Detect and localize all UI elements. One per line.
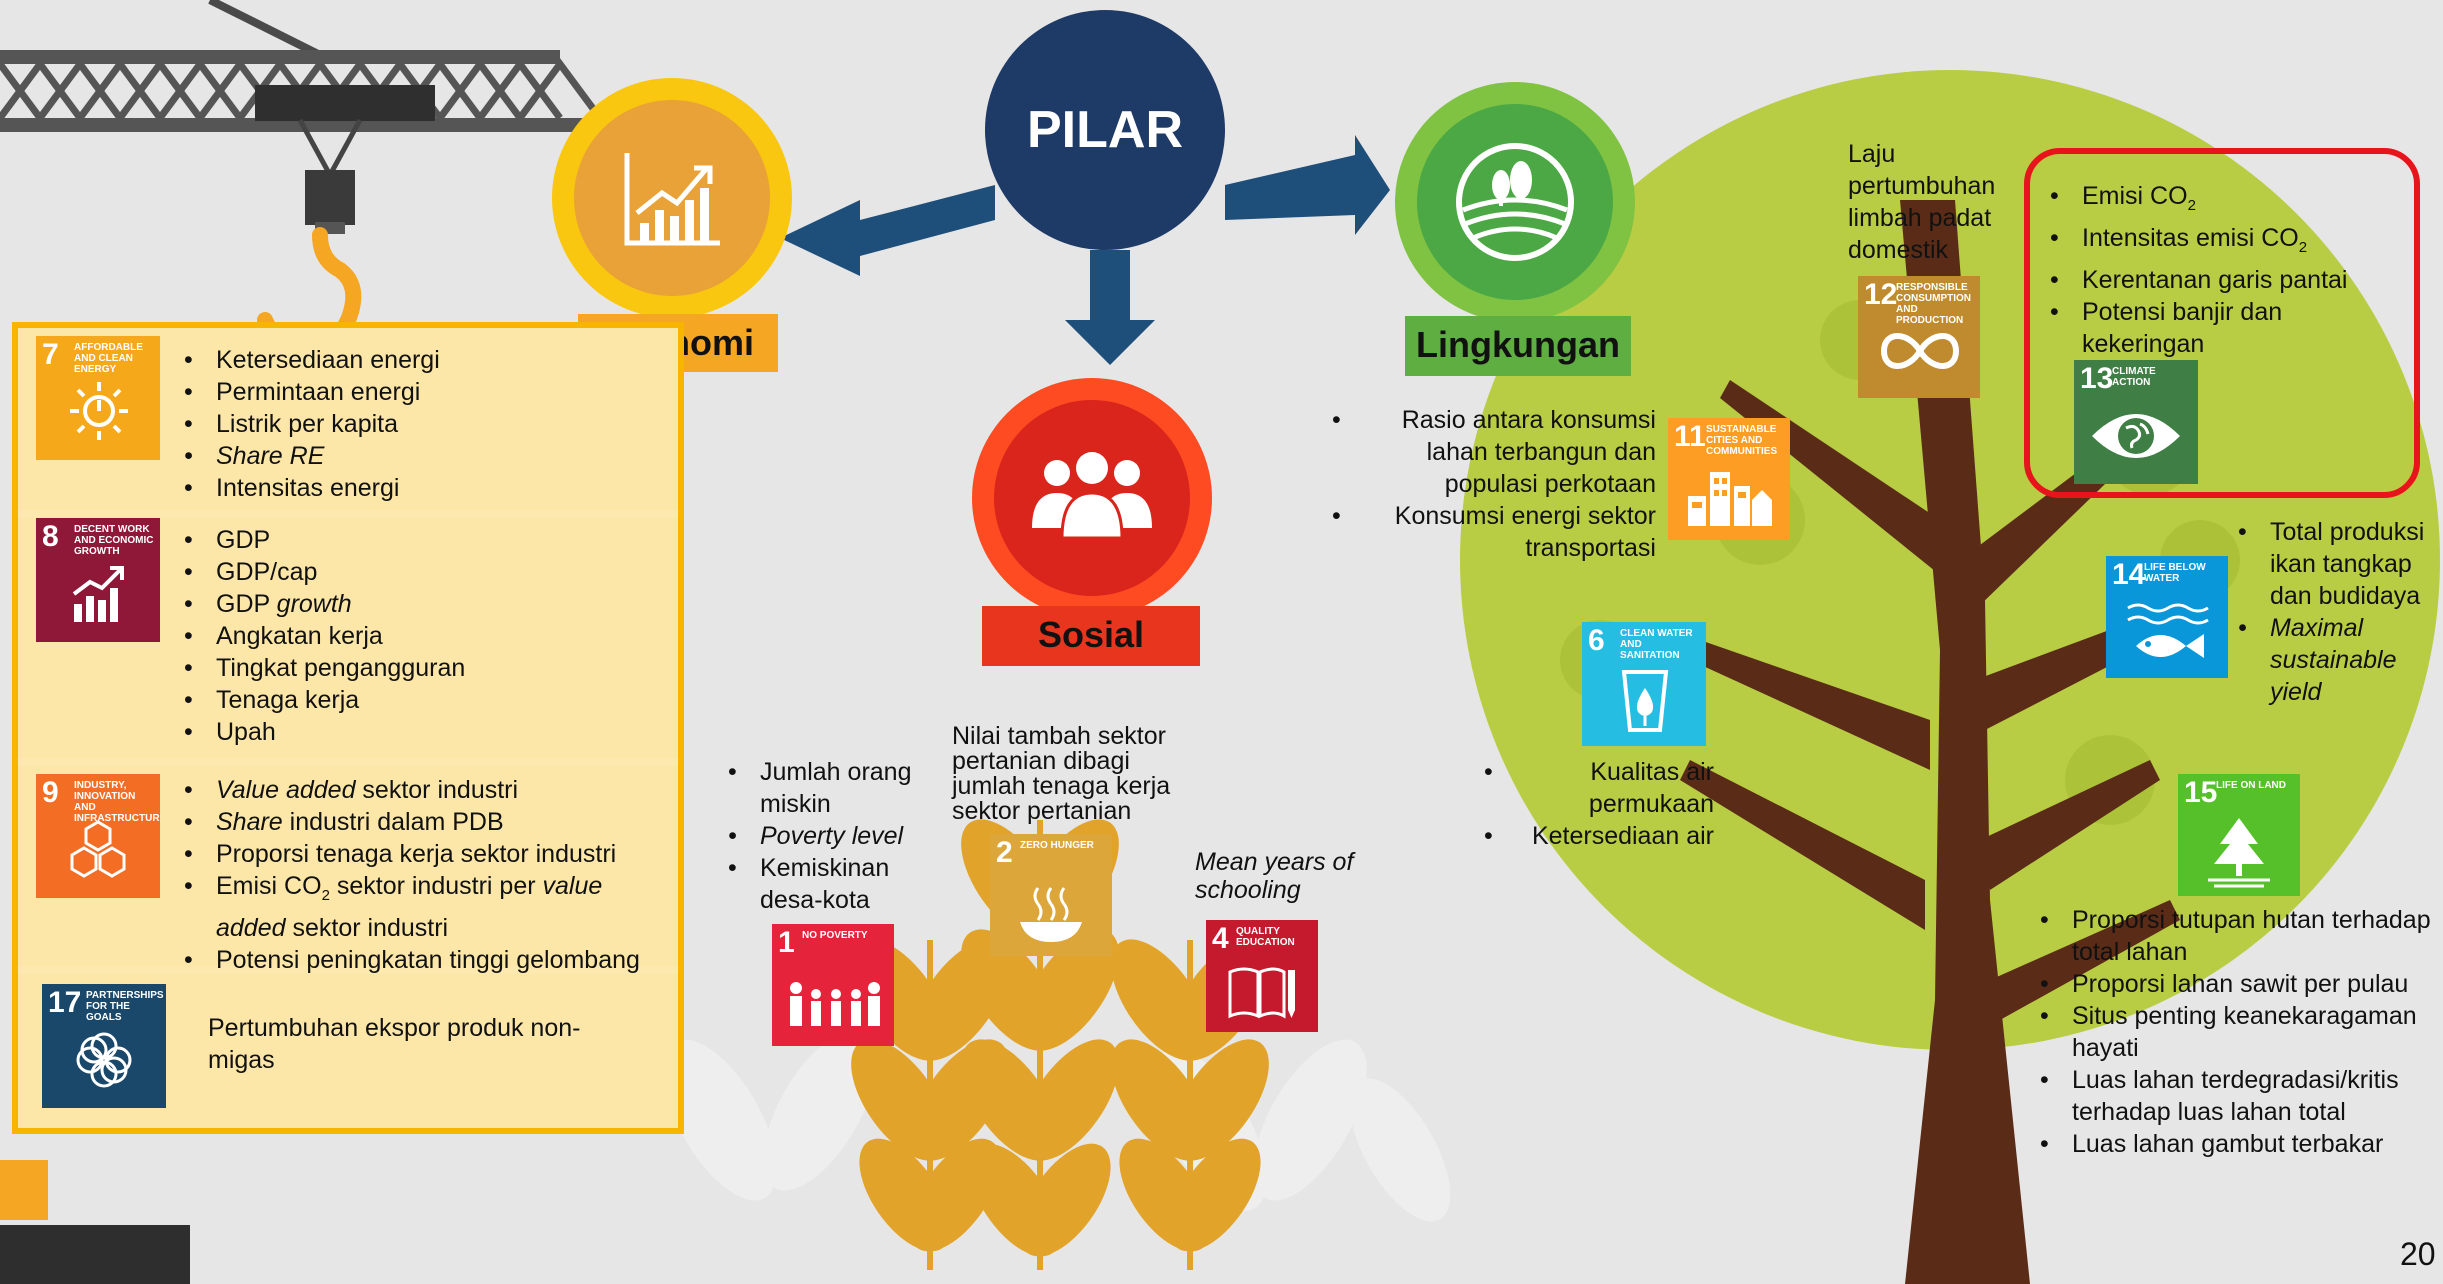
indicator-item: Situs penting keanekaragaman hayati	[2036, 1000, 2436, 1064]
indicator-item: Permintaan energi	[180, 376, 660, 408]
ekonomi-row-sdg8: 8 DECENT WORK AND ECONOMIC GROWTH GDP GD…	[18, 518, 678, 758]
sdg17-indicator-text: Pertumbuhan ekspor produk non-migas	[208, 1014, 581, 1074]
page-number: 20	[2400, 1236, 2436, 1272]
tree-land-icon	[2208, 818, 2270, 888]
indicator-item: Luas lahan terdegradasi/kritis terhadap …	[2036, 1064, 2436, 1128]
ekonomi-row-sdg7: 7 AFFORDABLE AND CLEAN ENERGY Ketersedia…	[18, 328, 678, 510]
ekonomi-row-sdg17: 17 PARTNERSHIPS FOR THE GOALS Pertumbuha…	[18, 974, 678, 1128]
sdg14-indicator-list: Total produksi ikan tangkap dan budidaya…	[2234, 516, 2434, 708]
indicator-item: Tingkat pengangguran	[180, 652, 660, 684]
pilar-circle: PILAR	[985, 10, 1225, 250]
indicator-item: Emisi CO2 sektor industri per value adde…	[180, 870, 676, 944]
sosial-label: Sosial	[982, 606, 1200, 666]
sdg11-icon: 11 SUSTAINABLE CITIES AND COMMUNITIES	[1668, 418, 1790, 540]
indicator-item: Potensi banjir dan kekeringan	[2046, 296, 2386, 360]
city-buildings-icon	[1688, 472, 1772, 526]
lingkungan-label: Lingkungan	[1405, 316, 1631, 376]
book-pencil-icon	[1228, 967, 1295, 1019]
indicator-item: GDP	[180, 524, 660, 556]
sdg9-indicator-list: Value added sektor industri Share indust…	[180, 774, 676, 976]
sdg6-icon: 6 CLEAN WATER AND SANITATION	[1582, 622, 1706, 746]
indicator-item: Share industri dalam PDB	[180, 806, 676, 838]
indicator-item: Konsumsi energi sektor transportasi	[1328, 500, 1656, 564]
earth-eye-icon	[2092, 414, 2180, 458]
indicator-item: Kemiskinan desa-kota	[724, 852, 934, 916]
sdg13-indicator-list: Emisi CO2 Intensitas emisi CO2 Kerentana…	[2046, 180, 2386, 360]
sdg7-icon: 7 AFFORDABLE AND CLEAN ENERGY	[36, 336, 160, 460]
indicator-item: Tenaga kerja	[180, 684, 660, 716]
sdg1-icon: 1 NO POVERTY	[772, 924, 894, 1046]
indicator-item: Kualitas air permukaan	[1480, 756, 1714, 820]
pilar-label: PILAR	[1027, 101, 1183, 159]
cubes-icon	[70, 820, 126, 878]
ekonomi-row-sdg9: 9 INDUSTRY, INNOVATION AND INFRASTRUCTUR…	[18, 766, 678, 976]
indicator-item: Angkatan kerja	[180, 620, 660, 652]
family-icon	[790, 982, 880, 1026]
lingkungan-pillar-icon	[1395, 82, 1635, 322]
indicator-item: Potensi peningkatan tinggi gelombang	[180, 944, 676, 976]
fish-waves-icon	[2127, 603, 2209, 658]
indicator-item: Share RE	[180, 440, 660, 472]
ekonomi-indicator-box: 7 AFFORDABLE AND CLEAN ENERGY Ketersedia…	[12, 322, 684, 1134]
partnership-flower-icon	[76, 1032, 132, 1088]
sdg14-icon: 14 LIFE BELOW WATER	[2106, 556, 2228, 678]
indicator-item: Luas lahan gambut terbakar	[2036, 1128, 2436, 1160]
sdg11-indicator-list: Rasio antara konsumsi lahan terbangun da…	[1328, 404, 1656, 564]
indicator-item: Intensitas emisi CO2	[2046, 222, 2386, 264]
sdg13-icon: 13 CLIMATE ACTION	[2074, 360, 2198, 484]
infinity-loop-icon	[1880, 333, 1960, 369]
crane-graphic	[0, 0, 640, 354]
food-bowl-icon	[1020, 887, 1082, 942]
indicator-item: Listrik per kapita	[180, 408, 660, 440]
indicator-item: Poverty level	[724, 820, 934, 852]
indicator-item: Upah	[180, 716, 660, 748]
sdg1-indicator-list: Jumlah orang miskin Poverty level Kemisk…	[724, 756, 934, 916]
water-glass-icon	[1621, 670, 1669, 732]
sdg8-icon: 8 DECENT WORK AND ECONOMIC GROWTH	[36, 518, 160, 642]
sdg2-icon: 2 ZERO HUNGER	[990, 834, 1112, 956]
sosial-pillar-icon	[972, 378, 1212, 618]
sdg15-indicator-list: Proporsi tutupan hutan terhadap total la…	[2036, 904, 2436, 1160]
indicator-item: Jumlah orang miskin	[724, 756, 934, 820]
indicator-item: Maximal sustainable yield	[2234, 612, 2434, 708]
indicator-item: GDP growth	[180, 588, 660, 620]
indicator-item: Proporsi tenaga kerja sektor industri	[180, 838, 676, 870]
indicator-item: Value added sektor industri	[180, 774, 676, 806]
indicator-item: Ketersediaan energi	[180, 344, 660, 376]
growth-chart-icon	[72, 566, 124, 622]
indicator-item: Intensitas energi	[180, 472, 660, 504]
sdg7-indicator-list: Ketersediaan energi Permintaan energi Li…	[180, 344, 660, 504]
sdg2-indicator-text: Nilai tambah sektor pertanian dibagi jum…	[952, 722, 1171, 825]
landscape-icon	[1456, 143, 1574, 261]
pilar-arrows	[780, 135, 1390, 365]
indicator-item: Proporsi lahan sawit per pulau	[2036, 968, 2436, 1000]
indicator-item: GDP/cap	[180, 556, 660, 588]
sdg4-icon: 4 QUALITY EDUCATION	[1206, 920, 1318, 1032]
sdg15-icon: 15 LIFE ON LAND	[2178, 774, 2300, 896]
ekonomi-pillar-icon	[552, 78, 792, 318]
indicator-item: Proporsi tutupan hutan terhadap total la…	[2036, 904, 2436, 968]
sdg12-icon: 12 RESPONSIBLE CONSUMPTION AND PRODUCTIO…	[1858, 276, 1980, 398]
sdg6-indicator-list: Kualitas air permukaan Ketersediaan air	[1480, 756, 1714, 852]
sdg17-icon: 17 PARTNERSHIPS FOR THE GOALS	[42, 984, 166, 1108]
indicator-item: Ketersediaan air	[1480, 820, 1714, 852]
indicator-item: Kerentanan garis pantai	[2046, 264, 2386, 296]
people-group-icon	[1032, 452, 1152, 540]
sdg9-icon: 9 INDUSTRY, INNOVATION AND INFRASTRUCTUR…	[36, 774, 160, 898]
climate-highlight-box	[2024, 148, 2420, 498]
energy-sun-icon	[70, 382, 128, 440]
sdg4-indicator-text: Mean years of schooling	[1195, 848, 1354, 904]
indicator-item: Rasio antara konsumsi lahan terbangun da…	[1328, 404, 1656, 500]
indicator-item: Emisi CO2	[2046, 180, 2386, 222]
indicator-item: Total produksi ikan tangkap dan budidaya	[2234, 516, 2434, 612]
sdg8-indicator-list: GDP GDP/cap GDP growth Angkatan kerja Ti…	[180, 524, 660, 748]
sdg12-indicator-text: Laju pertumbuhan limbah padat domestik	[1848, 140, 1996, 264]
growth-chart-icon	[624, 153, 720, 246]
